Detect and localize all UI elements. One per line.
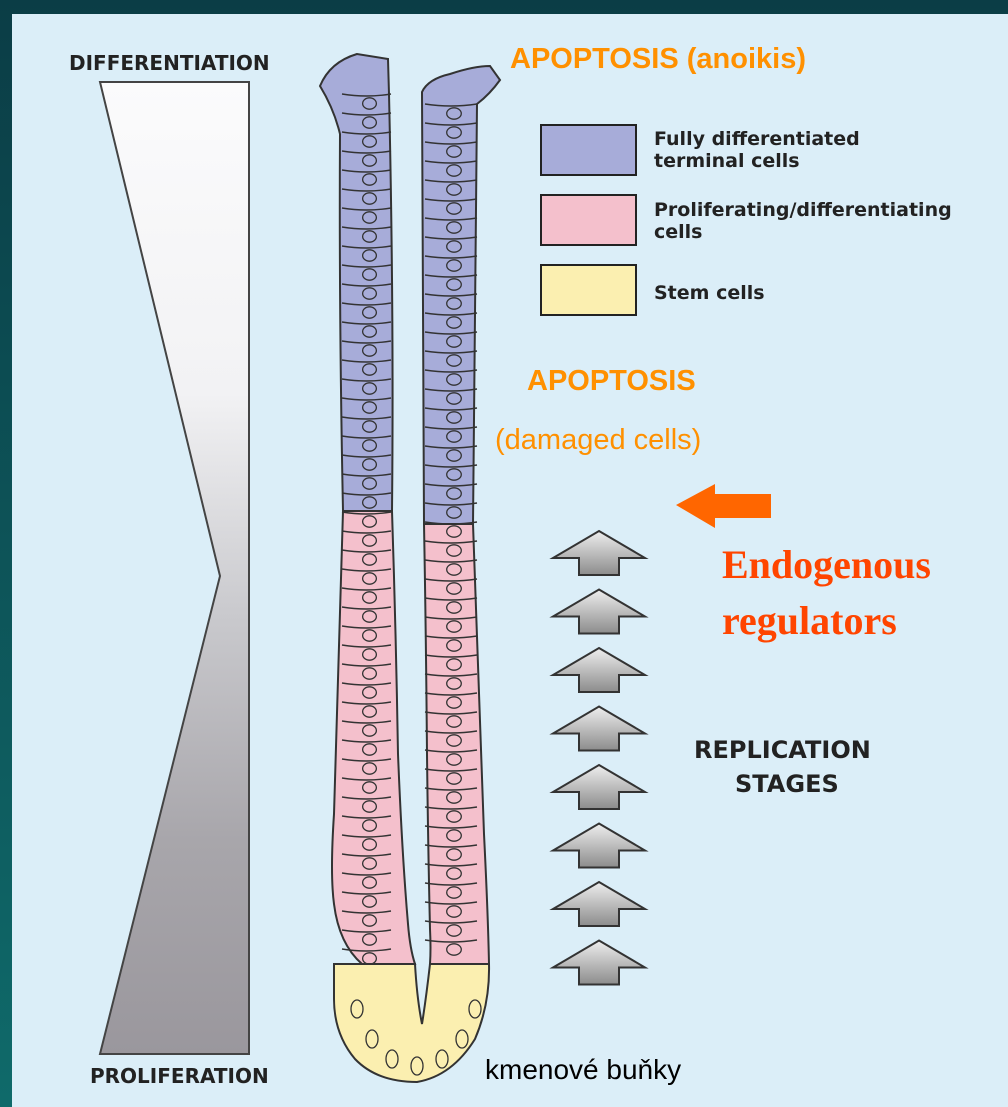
stages-label: STAGES — [735, 770, 839, 798]
differentiation-gradient-bar — [100, 82, 249, 1054]
differentiation-label: DIFFERENTIATION — [69, 51, 270, 75]
legend-label-stem: Stem cells — [654, 282, 765, 304]
endogenous-label: Endogenous — [722, 540, 931, 590]
legend — [541, 125, 636, 315]
up-arrow-icon — [553, 882, 645, 926]
up-arrow-icon — [553, 648, 645, 692]
legend-label-proliferating: Proliferating/differentiating cells — [654, 199, 952, 243]
left-arrow-icon — [676, 484, 771, 528]
up-arrow-icon — [553, 531, 645, 575]
proliferating-cells-left — [332, 511, 415, 964]
legend-label-differentiated: Fully differentiated terminal cells — [654, 128, 860, 172]
apoptosis-label: APOPTOSIS — [527, 365, 696, 398]
differentiated-cells-left — [320, 54, 393, 511]
stem-cells-czech-label: kmenové buňky — [485, 1054, 681, 1086]
legend-swatch-stem — [541, 265, 636, 315]
proliferation-label: PROLIFERATION — [90, 1064, 269, 1088]
apoptosis-anoikis-label: APOPTOSIS (anoikis) — [510, 43, 806, 76]
regulators-label: regulators — [722, 596, 897, 646]
up-arrow-icon — [553, 765, 645, 809]
up-arrow-icon — [553, 824, 645, 868]
legend-swatch-differentiated — [541, 125, 636, 175]
up-arrow-icon — [553, 707, 645, 751]
damaged-cells-label: (damaged cells) — [495, 424, 701, 457]
replication-arrows — [553, 531, 645, 985]
diagram-panel: DIFFERENTIATION PROLIFERATION APOPTOSIS … — [12, 14, 1008, 1107]
legend-swatch-proliferating — [541, 195, 636, 245]
up-arrow-icon — [553, 590, 645, 634]
replication-label: REPLICATION — [694, 736, 871, 764]
up-arrow-icon — [553, 941, 645, 985]
